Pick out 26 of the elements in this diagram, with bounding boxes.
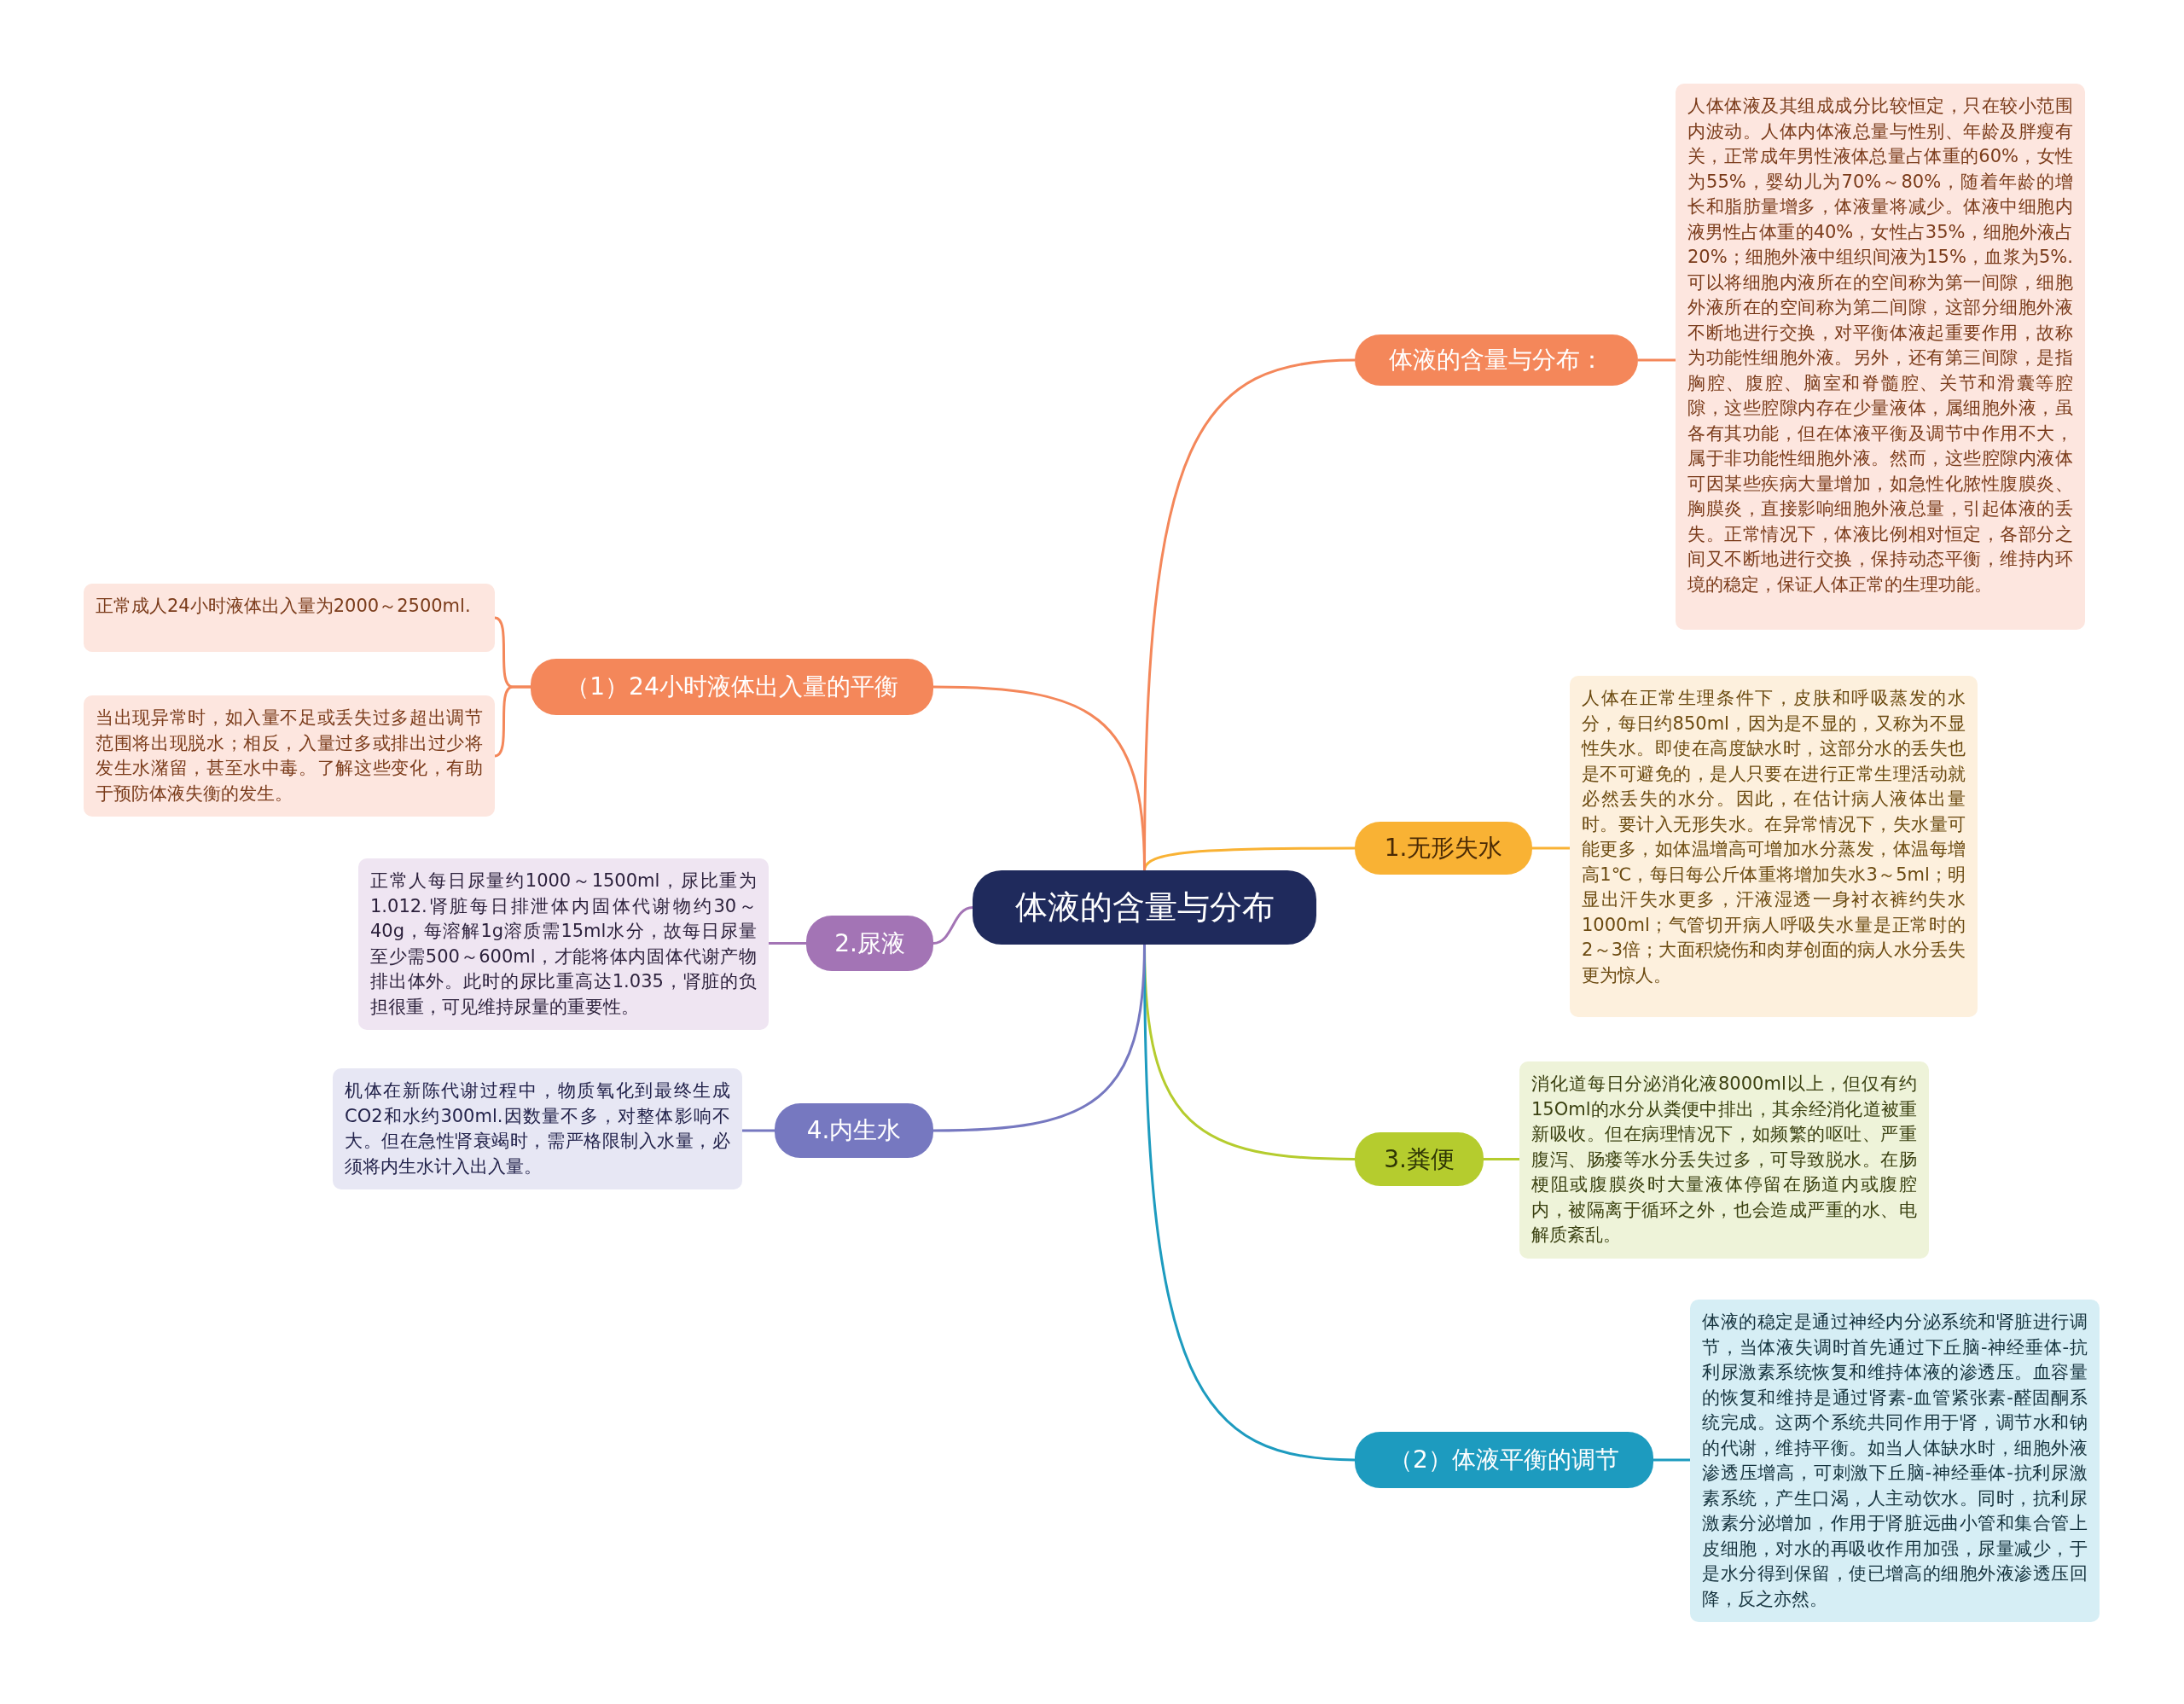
note-card: 人体体液及其组成成分比较恒定，只在较小范围内波动。人体内体液总量与性别、年龄及胖瘦有关，正常成年男性液体总量占体重的60%，女性为55%，婴幼儿为70%～80%，随着年龄的增长和脂肪量增多，体液量将减少。体液中细胞内液男性占体重的40%，女性占35%，细胞外液占20%；细胞外液中组织间液为15%，血浆为5%.可以将细胞内液所在的空间称为第一间隙，细胞外液所在的空间称为第二间隙，这部分细胞外液不断地进行交换，对平衡体液起重要作用，故称为功能性细胞外液。另外，还有第三间隙，是指胸腔、腹腔、脑室和脊髓腔、关节和滑囊等腔隙，这些腔隙内存在少量液体，属细胞外液，虽各有其功能，但在体液平衡及调节中作用不大，属于非功能性细胞外液。然而，这些腔隙内液体可因某些疾病大量增加，如急性化脓性腹膜炎、胸膜炎，直接影响细胞外液总量，引起体液的丢失。正常情况下，体液比例相对恒定，各部分之间又不断地进行交换，保持动态平衡，维持内环境的稳定，保证人体正常的生理功能。 [1676,84,2085,630]
connector [932,906,973,945]
branch-topic: （1）24小时液体出入量的平衡 [531,659,933,715]
branch-topic: 1.无形失水 [1355,822,1532,875]
branch-topic: （2）体液平衡的调节 [1355,1432,1653,1488]
connector [1532,846,1570,850]
note-card: 正常人每日尿量约1000～1500ml，尿比重为1.012.肾脏每日排泄体内固体代谢物约30～40g，每溶解1g溶质需15ml水分，故每日尿量至少需500～600ml，才能将体内固体代谢产物排出体外。此时的尿比重高达1.035，肾脏的负担很重，可见维持尿量的重要性。 [358,858,769,1030]
branch-topic: 4.内生水 [775,1103,933,1158]
note-card: 机体在新陈代谢过程中，物质氧化到最终生成CO2和水约300ml.因数量不多，对整体影响不大。但在急性肾衰竭时，需严格限制入水量，必须将内生水计入出入量。 [333,1068,742,1189]
note-card: 正常成人24小时液体出入量为2000～2500ml. [84,584,495,652]
branch-topic: 2.尿液 [806,916,933,971]
connector [1638,358,1676,362]
connector [1653,1458,1690,1462]
note-card: 体液的稳定是通过神经内分泌系统和肾脏进行调节，当体液失调时首先通过下丘脑-神经垂体-抗利尿激素系统恢复和维持体液的渗透压。血容量的恢复和维持是通过肾素-血管紧张素-醛固酮系统完成。这两个系统共同作用于肾，调节水和钠的代谢，维持平衡。如当人体缺水时，细胞外液渗透压增高，可刺激下丘脑-神经垂体-抗利尿激素系统，产生口渴，人主动饮水。同时，抗利尿激素分泌增加，作用于肾脏远曲小管和集合管上皮细胞，对水的再吸收作用加强，尿量减少，于是水分得到保留，使已增高的细胞外液渗透压回降，反之亦然。 [1690,1300,2100,1622]
branch-topic: 体液的含量与分布： [1355,334,1638,386]
branch-topic: 3.粪便 [1355,1132,1484,1186]
note-card: 人体在正常生理条件下，皮肤和呼吸蒸发的水分，每日约850ml，因为是不显的，又称为不显性失水。即使在高度缺水时，这部分水的丢失也是不可避免的，是人只要在进行正常生理活动就必然丢失的水分。因此，在估计病人液体出量时。要计入无形失水。在异常情况下，失水量可能更多，如体温增高可增加水分蒸发，体温每增高1℃，每日每公斤体重将增加失水3～5ml；明显出汗失水更多，汗液湿透一身衬衣裤约失水1000ml；气管切开病人呼吸失水量是正常时的2～3倍；大面积烧伤和肉芽创面的病人水分丢失更为惊人。 [1570,676,1978,1017]
note-card: 消化道每日分泌消化液8000ml以上，但仅有约15Oml的水分从粪便中排出，其余经消化道被重新吸收。但在病理情况下，如频繁的呕吐、严重腹泻、肠瘘等水分丢失过多，可导致脱水。在肠梗阻或腹膜炎时大量液体停留在肠道内或腹腔内，被隔离于循环之外，也会造成严重的水、电解质紊乱。 [1519,1061,1929,1259]
note-card: 当出现异常时，如入量不足或丢失过多超出调节范围将出现脱水；相反，入量过多或排出过少将发生水潴留，甚至水中毒。了解这些变化，有助于预防体液失衡的发生。 [84,695,495,817]
central-topic: 体液的含量与分布 [973,870,1316,945]
connector [932,685,1146,871]
connector [742,1129,775,1132]
connector [494,685,531,758]
connector [932,944,1146,1132]
connector [1484,1158,1519,1160]
connector [769,942,806,945]
